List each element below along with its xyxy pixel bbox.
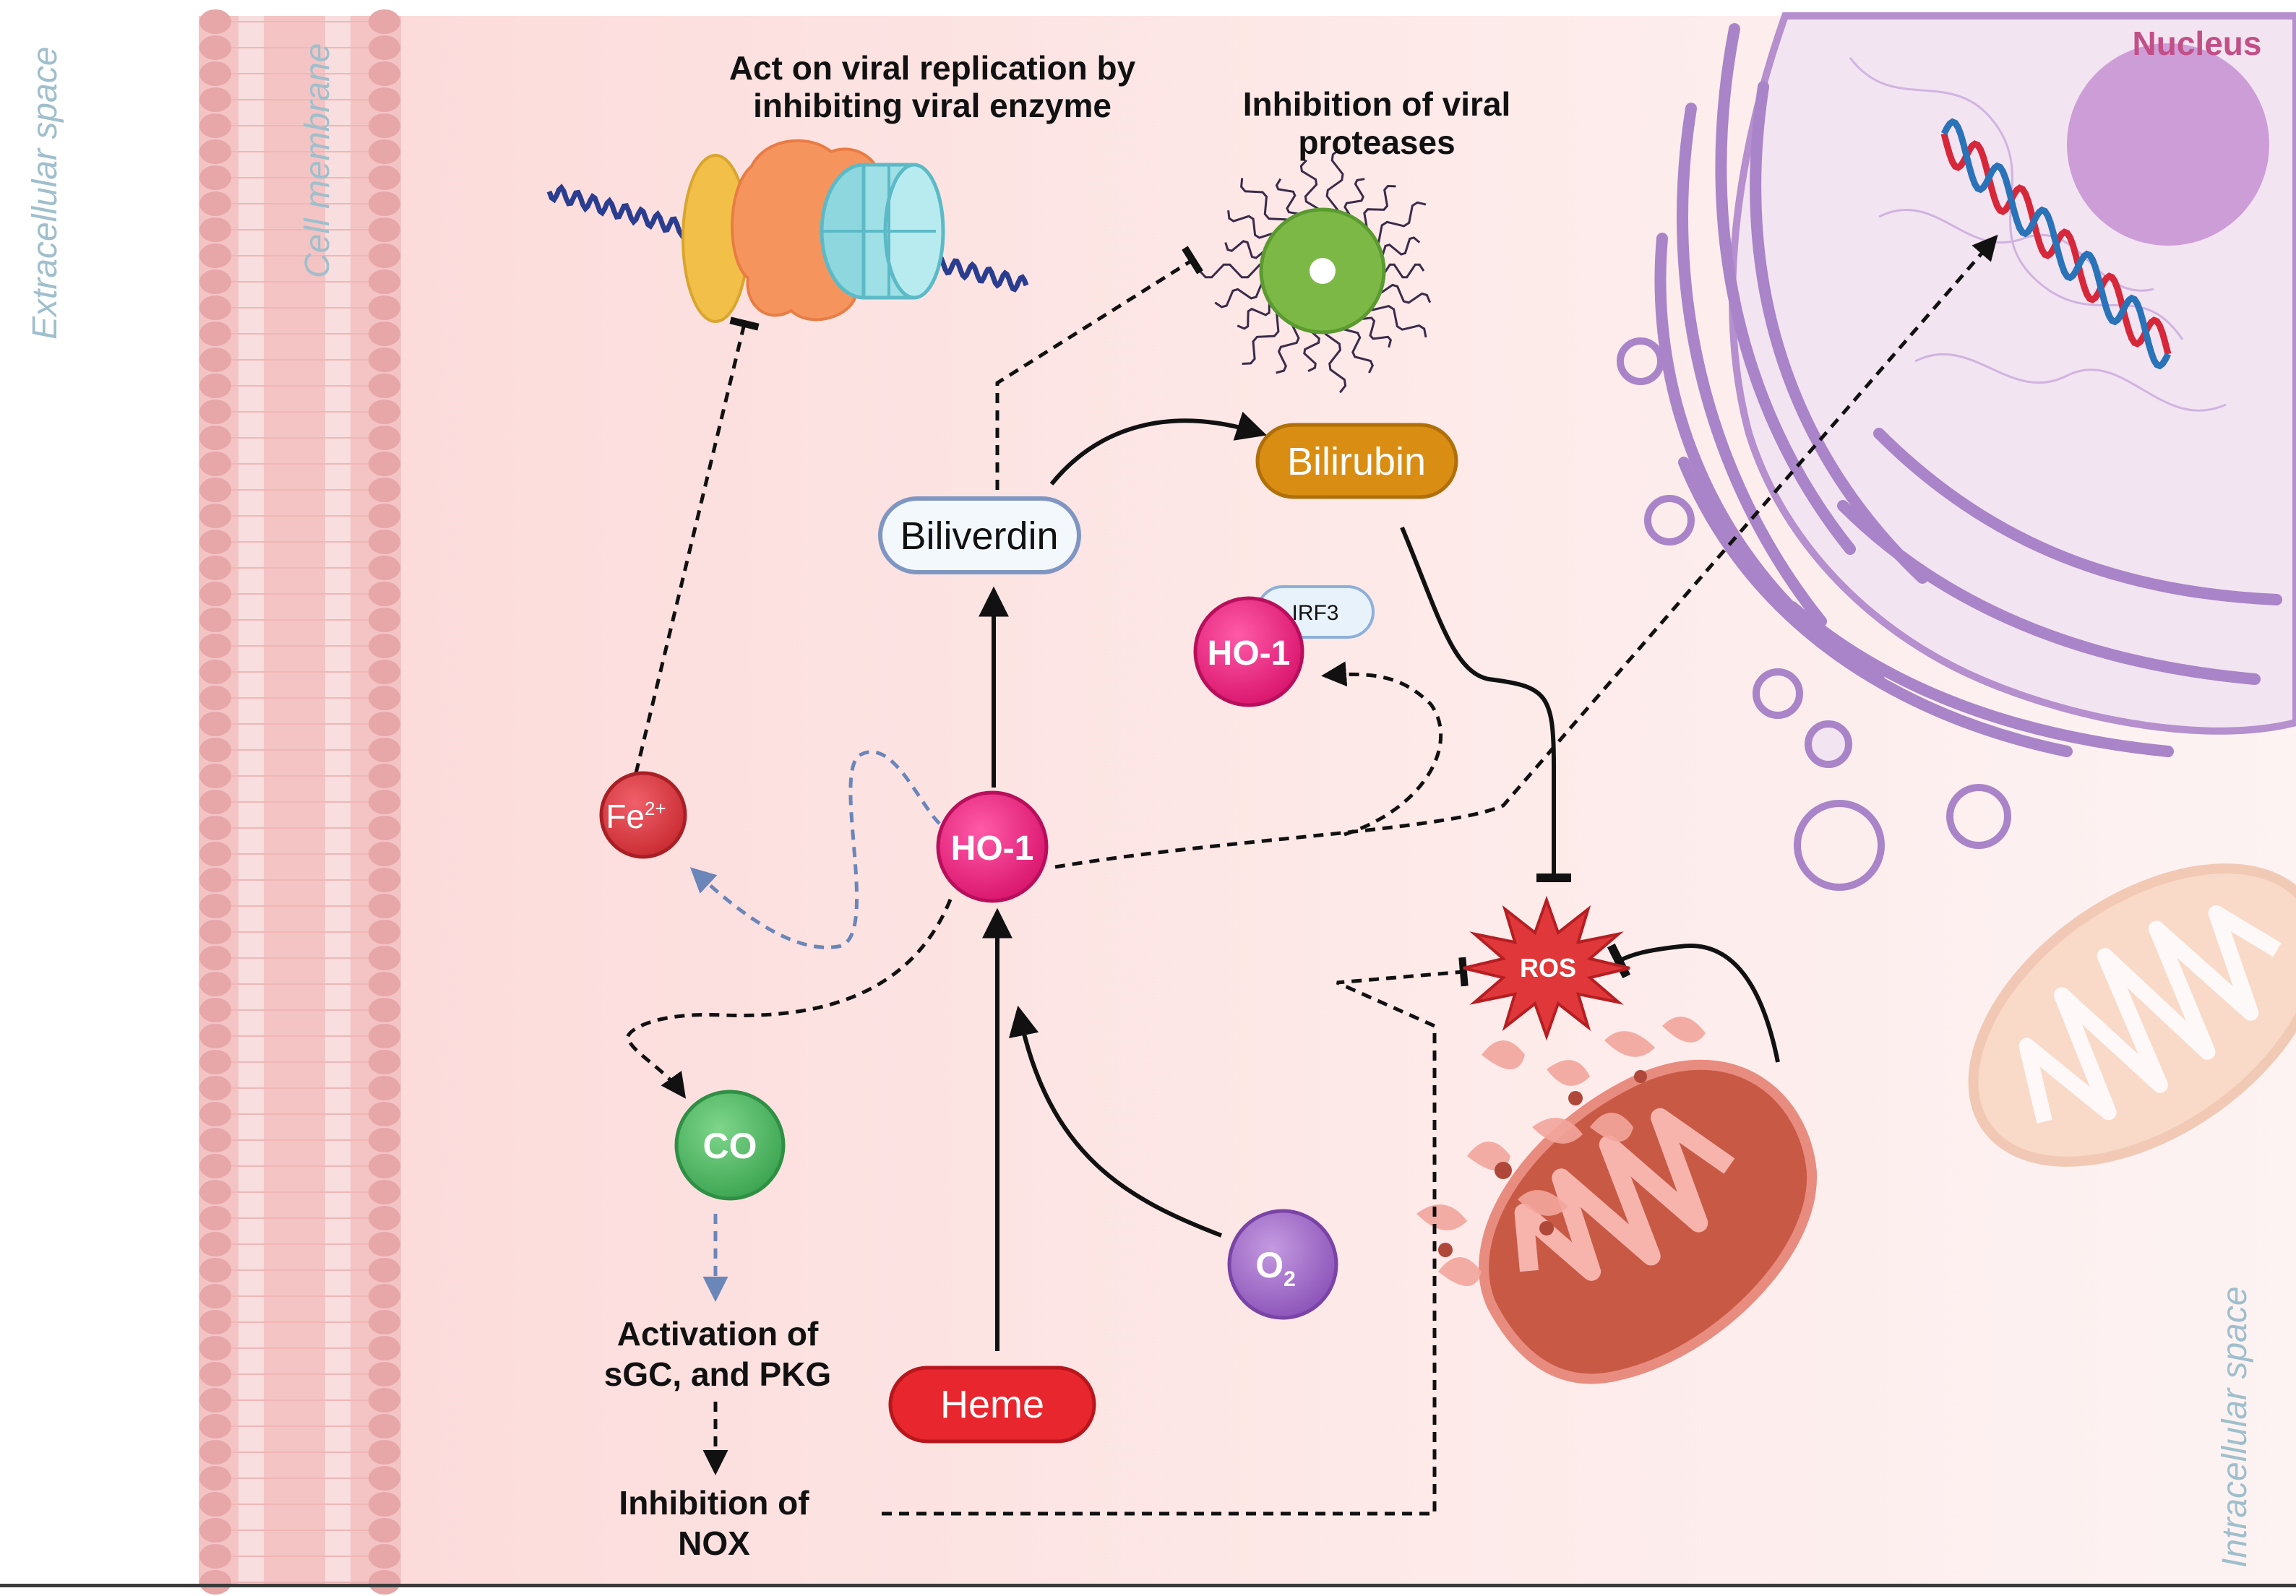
- nucleolus: [2067, 43, 2269, 246]
- o2-node: O2: [1227, 1209, 1338, 1320]
- nox-label-line2: NOX: [678, 1524, 750, 1562]
- ho1-central-label: HO-1: [951, 829, 1034, 868]
- heme-node: Heme: [888, 1366, 1096, 1444]
- connectors: [626, 234, 1998, 1516]
- viral-replication-complex: [546, 139, 1029, 323]
- co-label: CO: [703, 1126, 757, 1166]
- o2-label: O2: [1255, 1245, 1296, 1291]
- mitochondrion-faint: [1968, 863, 2296, 1167]
- co-node: CO: [674, 1090, 786, 1201]
- cell-membrane-label: Cell membrane: [298, 43, 337, 278]
- ros-node: ROS: [1463, 895, 1630, 1041]
- biliverdin-node: Biliverdin: [878, 496, 1081, 574]
- heme-label: Heme: [940, 1383, 1044, 1426]
- nucleus-er: Nucleus: [1617, 12, 2296, 891]
- cell-membrane: [199, 9, 401, 1595]
- activation-label-line2: sGC, and PKG: [604, 1355, 831, 1393]
- fe-label: Fe2+: [606, 798, 666, 835]
- nox-label-line1: Inhibition of: [619, 1484, 809, 1522]
- viral-replication-label-line1: Act on viral replication by: [729, 49, 1136, 87]
- ho1-central-node: HO-1: [936, 790, 1049, 903]
- viral-protease: [1198, 148, 1432, 394]
- ho1-irf3-label: HO-1: [1208, 634, 1291, 673]
- biliverdin-label: Biliverdin: [900, 514, 1058, 558]
- protease-label-line1: Inhibition of viral: [1243, 85, 1511, 123]
- damaged-mitochondrion: [1416, 1017, 1817, 1384]
- activation-label-line1: Activation of: [617, 1315, 819, 1353]
- viral-replication-label-line2: inhibiting viral enzyme: [753, 87, 1112, 124]
- intracellular-space-label: Intracellular space: [2216, 1286, 2254, 1568]
- extracellular-space-label: Extracellular space: [26, 46, 64, 340]
- bilirubin-label: Bilirubin: [1287, 440, 1426, 483]
- ho1-irf3-complex: IRF3 HO-1: [1193, 585, 1375, 707]
- ros-label: ROS: [1520, 953, 1576, 983]
- fe-node: Fe2+: [599, 771, 687, 859]
- irf3-label: IRF3: [1291, 601, 1338, 625]
- protease-label-line2: proteases: [1298, 124, 1455, 161]
- bilirubin-node: Bilirubin: [1255, 423, 1458, 499]
- nucleus-label: Nucleus: [2133, 25, 2262, 62]
- dna-helix: [1940, 118, 2172, 370]
